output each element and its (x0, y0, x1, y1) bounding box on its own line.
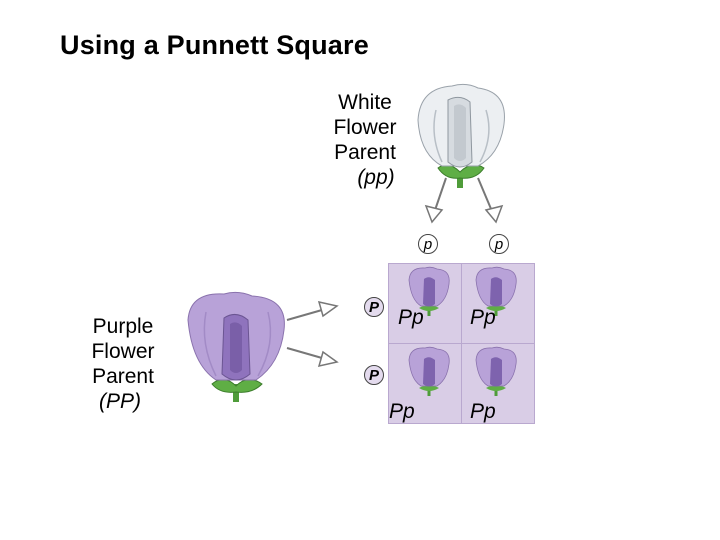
offspring-flower-icon-4 (475, 346, 517, 396)
white-gamete-allele-1: p (418, 234, 438, 254)
offspring-flower-icon-1 (408, 266, 450, 316)
white-parent-line3: Parent (334, 141, 396, 164)
punnett-cell-4 (462, 344, 534, 423)
white-gamete-arrows (424, 177, 504, 224)
punnett-cell-3 (389, 344, 461, 423)
purple-parent-genotype: (PP) (99, 390, 141, 413)
offspring-genotype-1: Pp (398, 306, 424, 329)
purple-gamete-allele-2: P (364, 365, 384, 385)
punnett-cell-2 (462, 264, 534, 343)
white-parent-line1: White (338, 91, 392, 114)
offspring-genotype-4: Pp (470, 400, 496, 423)
purple-gamete-arrows (286, 300, 339, 368)
offspring-flower-icon-3 (408, 346, 450, 396)
purple-parent-line2: Flower (91, 340, 155, 363)
page-title: Using a Punnett Square (60, 30, 369, 60)
white-gamete-allele-2: p (489, 234, 509, 254)
punnett-cell-1 (389, 264, 461, 343)
white-flower-image (417, 83, 505, 188)
white-parent-genotype: (pp) (357, 166, 395, 189)
offspring-genotype-2: Pp (470, 306, 496, 329)
purple-parent-line3: Parent (92, 365, 154, 388)
purple-parent-label: Purple Flower Parent (PP) (74, 314, 172, 414)
punnett-square (388, 263, 535, 424)
white-parent-line2: Flower (333, 116, 397, 139)
offspring-genotype-3: Pp (389, 400, 415, 423)
white-parent-label: White Flower Parent (pp) (318, 90, 412, 190)
offspring-flower-icon-2 (475, 266, 517, 316)
purple-flower-image (187, 291, 285, 402)
purple-gamete-allele-1: P (364, 297, 384, 317)
purple-parent-line1: Purple (92, 315, 154, 338)
